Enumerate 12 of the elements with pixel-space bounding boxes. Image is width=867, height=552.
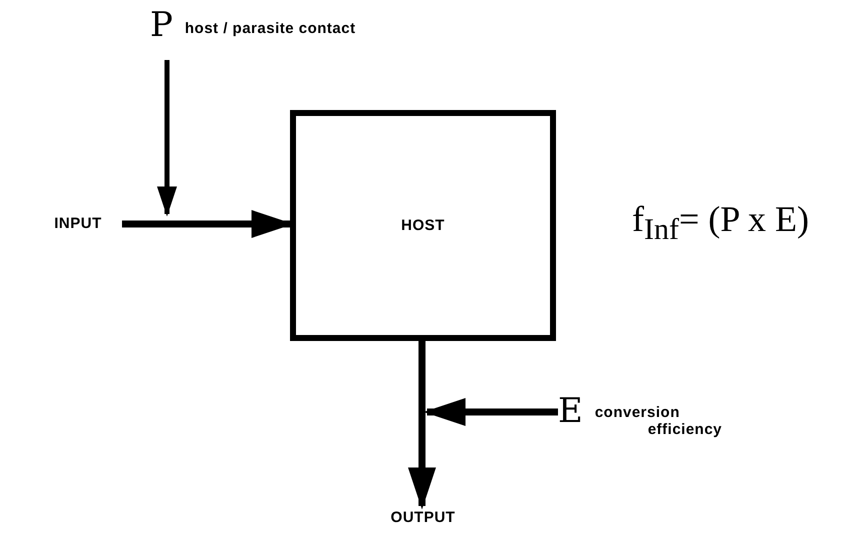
variable-description: host / parasite contact — [184, 20, 356, 37]
flow-label: OUTPUT — [390, 508, 456, 526]
arrow — [408, 341, 436, 510]
flow-label: INPUT — [54, 214, 102, 232]
arrow — [157, 60, 177, 216]
arrow — [424, 398, 558, 426]
formula: f$_{Inf}$= (P x E) — [632, 198, 809, 248]
variable-symbol: E — [558, 394, 583, 428]
variable-description: conversion efficiency — [594, 404, 724, 438]
box-label: HOST — [401, 217, 445, 234]
variable-symbol: P — [150, 8, 173, 42]
host-box — [290, 110, 556, 341]
